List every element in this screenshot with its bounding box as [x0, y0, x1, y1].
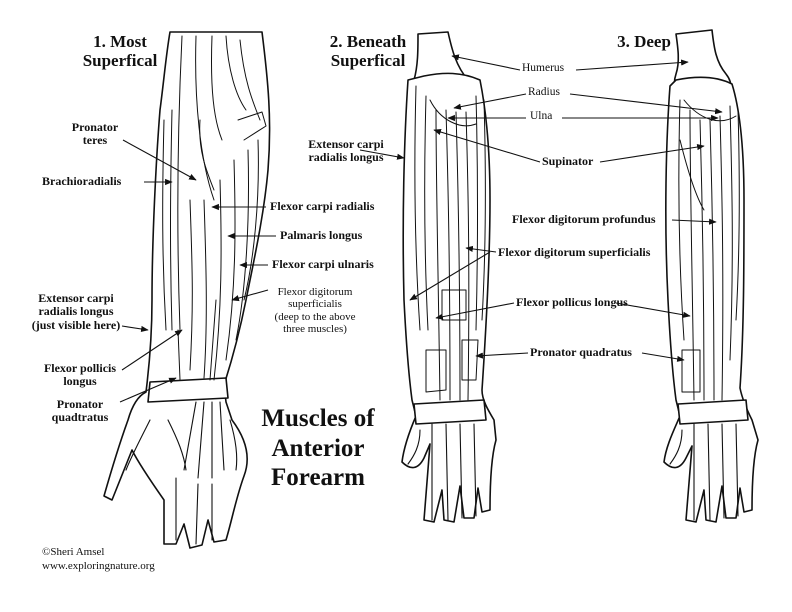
arm-1-outline: [103, 31, 271, 549]
label-ecrl-p2-line1: Extensor carpi: [308, 137, 384, 151]
label-pronator-teres-line1: Pronator: [71, 120, 119, 134]
label-fds-p2: Flexor digitorum superficialis: [498, 245, 651, 259]
leader-pronator-teres: [122, 139, 197, 181]
credit-website[interactable]: www.exploringnature.org: [42, 559, 155, 572]
arm-3-deep: [663, 29, 759, 523]
label-ulna: Ulna: [530, 110, 553, 122]
label-brachioradialis: Brachioradialis: [42, 174, 122, 188]
label-ecrl-p2: Extensor carpi radialis longus: [296, 137, 396, 165]
arm-2-wrist-band: [413, 399, 487, 425]
label-fds-p1-line4: three muscles): [283, 322, 347, 335]
leader-fds-p1: [231, 289, 269, 302]
label-flexor-carpi-radialis: Flexor carpi radialis: [270, 199, 375, 213]
label-ecrl-p1-line2: radialis longus: [38, 304, 114, 319]
label-supinator: Supinator: [542, 154, 594, 168]
arm-2-muscle-fibers: [414, 85, 486, 401]
leader-ecrl-p1: [121, 325, 149, 332]
label-pq-p1: Pronator quadtratus: [38, 397, 122, 425]
label-ecrl-p1-line3: (just visible here): [31, 317, 121, 332]
panel-1-heading: 1. Most Superfical: [70, 32, 170, 70]
arm-3-hand-tendons: [669, 423, 739, 521]
leader-pq-p2-right: [641, 352, 685, 362]
panel-3-heading: 3. Deep: [604, 32, 684, 51]
leader-supinator-right: [599, 144, 705, 163]
arm-2-beneath-superficial: [401, 31, 497, 523]
leader-fpl-p1: [121, 329, 183, 371]
label-fpl-p1: Flexor pollicis longus: [34, 361, 126, 389]
credit-author: ©Sheri Amsel: [42, 546, 105, 558]
leader-fds-p2-right: [465, 245, 497, 253]
label-pq-p2: Pronator quadratus: [530, 345, 632, 359]
label-pq-p1-line2: quadtratus: [51, 410, 109, 425]
main-title: Muscles of Anterior Forearm: [252, 404, 384, 493]
leader-radius-left: [453, 93, 527, 110]
label-fpl-p2: Flexor pollicus longus: [516, 295, 628, 309]
label-flexor-carpi-ulnaris: Flexor carpi ulnaris: [272, 257, 374, 271]
arm-1-most-superficial: [103, 31, 271, 549]
leader-fds-p2-left: [409, 251, 491, 301]
arm-1-wrist-band: [147, 377, 229, 403]
panel-2-heading: 2. Beneath Superfical: [316, 32, 420, 70]
label-fds-p1-line3: (deep to the above: [274, 310, 356, 323]
main-title-line1: Muscles of: [261, 405, 375, 432]
main-title-line3: Forearm: [271, 464, 365, 491]
label-radius: Radius: [528, 86, 560, 98]
panel-1-heading-line2: Superfical: [82, 51, 158, 71]
label-fds-p1-line2: superficialis: [288, 298, 342, 311]
label-fdp: Flexor digitorum profundus: [512, 212, 656, 226]
label-ecrl-p1: Extensor carpi radialis longus (just vis…: [20, 291, 132, 332]
label-fpl-p1-line1: Flexor pollicis: [43, 361, 117, 375]
label-humerus: Humerus: [522, 62, 565, 74]
label-pq-p1-line1: Pronator: [56, 397, 104, 411]
leader-humerus-right: [575, 59, 689, 71]
leader-lines: [119, 54, 723, 403]
leader-radius-right: [569, 93, 723, 115]
main-title-line2: Anterior: [271, 434, 365, 462]
leader-fpl-p2-left: [435, 302, 515, 320]
panel-1-heading-line1: 1. Most: [93, 32, 147, 51]
leader-supinator-left: [433, 129, 541, 163]
label-ecrl-p2-line2: radialis longus: [308, 150, 384, 165]
arm-3-muscle-fibers: [678, 99, 740, 401]
label-ecrl-p1-line1: Extensor carpi: [38, 291, 114, 305]
label-fpl-p1-line2: longus: [63, 374, 97, 389]
leader-ecrl-p2: [359, 149, 405, 160]
arm-1-muscle-fibers: [162, 35, 267, 381]
label-pronator-teres: Pronator teres: [60, 120, 130, 148]
panel-2-heading-line1: 2. Beneath: [329, 32, 407, 51]
panel-3-heading-line1: 3. Deep: [617, 32, 671, 51]
arm-3-wrist-band: [677, 399, 749, 425]
label-pronator-teres-line2: teres: [82, 133, 108, 148]
leader-fdp: [671, 218, 717, 225]
leader-pq-p2-left: [475, 352, 529, 359]
label-fds-p1-line1: Flexor digitorum: [277, 286, 353, 298]
credit: ©Sheri Amsel www.exploringnature.org: [42, 546, 155, 574]
panel-2-heading-line2: Superfical: [330, 51, 406, 71]
leader-pq-p1: [119, 377, 177, 403]
leader-humerus-left: [451, 54, 521, 71]
arm-2-outline: [401, 72, 497, 523]
arm-1-hand-tendons: [125, 401, 238, 545]
arm-2-hand-tendons: [407, 423, 477, 521]
label-palmaris-longus: Palmaris longus: [280, 228, 363, 242]
label-fds-p1: Flexor digitorum superficialis (deep to …: [260, 286, 370, 335]
leader-fpl-p2-right: [615, 302, 691, 318]
